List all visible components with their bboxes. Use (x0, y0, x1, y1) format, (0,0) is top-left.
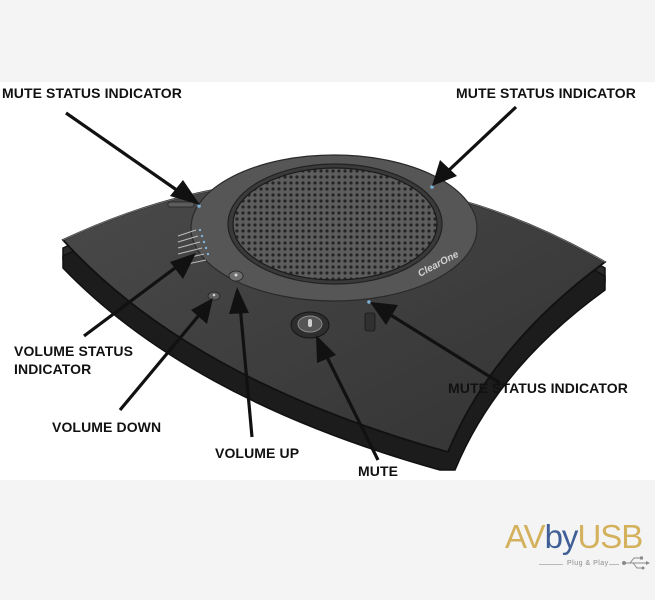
bottom-margin (0, 480, 655, 600)
callout-mute-status-indicator-right: MUTE STATUS INDICATOR (448, 380, 628, 396)
speaker-grille (233, 168, 437, 280)
arrow-mute (316, 335, 380, 461)
arrow-volume-status (83, 253, 196, 338)
callout-mute-status-indicator-top-right: MUTE STATUS INDICATOR (456, 85, 636, 101)
usb-icon (622, 556, 650, 570)
callout-mute: MUTE (358, 463, 399, 479)
arrow-mute-top-left (65, 111, 200, 205)
avbyusb-watermark-logo: AVbyUSB Plug & Play (505, 518, 651, 578)
callout-arrows (65, 105, 518, 461)
arrow-volume-up (229, 287, 254, 438)
mute-button (290, 311, 330, 339)
callout-volume-down: VOLUME DOWN (52, 419, 162, 435)
watermark-part-by: by (544, 518, 579, 555)
arrow-mute-right (370, 302, 501, 385)
volume-up-button (228, 270, 244, 282)
watermark-part-usb: USB (577, 518, 643, 555)
volume-status-dots (198, 228, 210, 256)
mute-status-led-right (364, 300, 376, 332)
top-margin (0, 0, 655, 82)
volume-down-button (207, 291, 221, 301)
callout-mute-status-indicator-top-left: MUTE STATUS INDICATOR (2, 85, 182, 101)
watermark-wordmark: AVbyUSB (505, 518, 643, 556)
arrow-volume-down (118, 298, 213, 412)
mute-status-led-top-left (167, 201, 201, 208)
callout-volume-up: VOLUME UP (215, 445, 300, 461)
watermark-rule-left (539, 564, 563, 565)
callout-volume-status-indicator: VOLUME STATUS INDICATOR (14, 343, 134, 377)
watermark-part-av: AV (505, 518, 546, 555)
arrow-mute-top-right (432, 105, 518, 186)
watermark-tagline: Plug & Play (567, 560, 609, 567)
watermark-rule-right (609, 564, 619, 565)
mute-status-led-top-right (430, 185, 434, 189)
